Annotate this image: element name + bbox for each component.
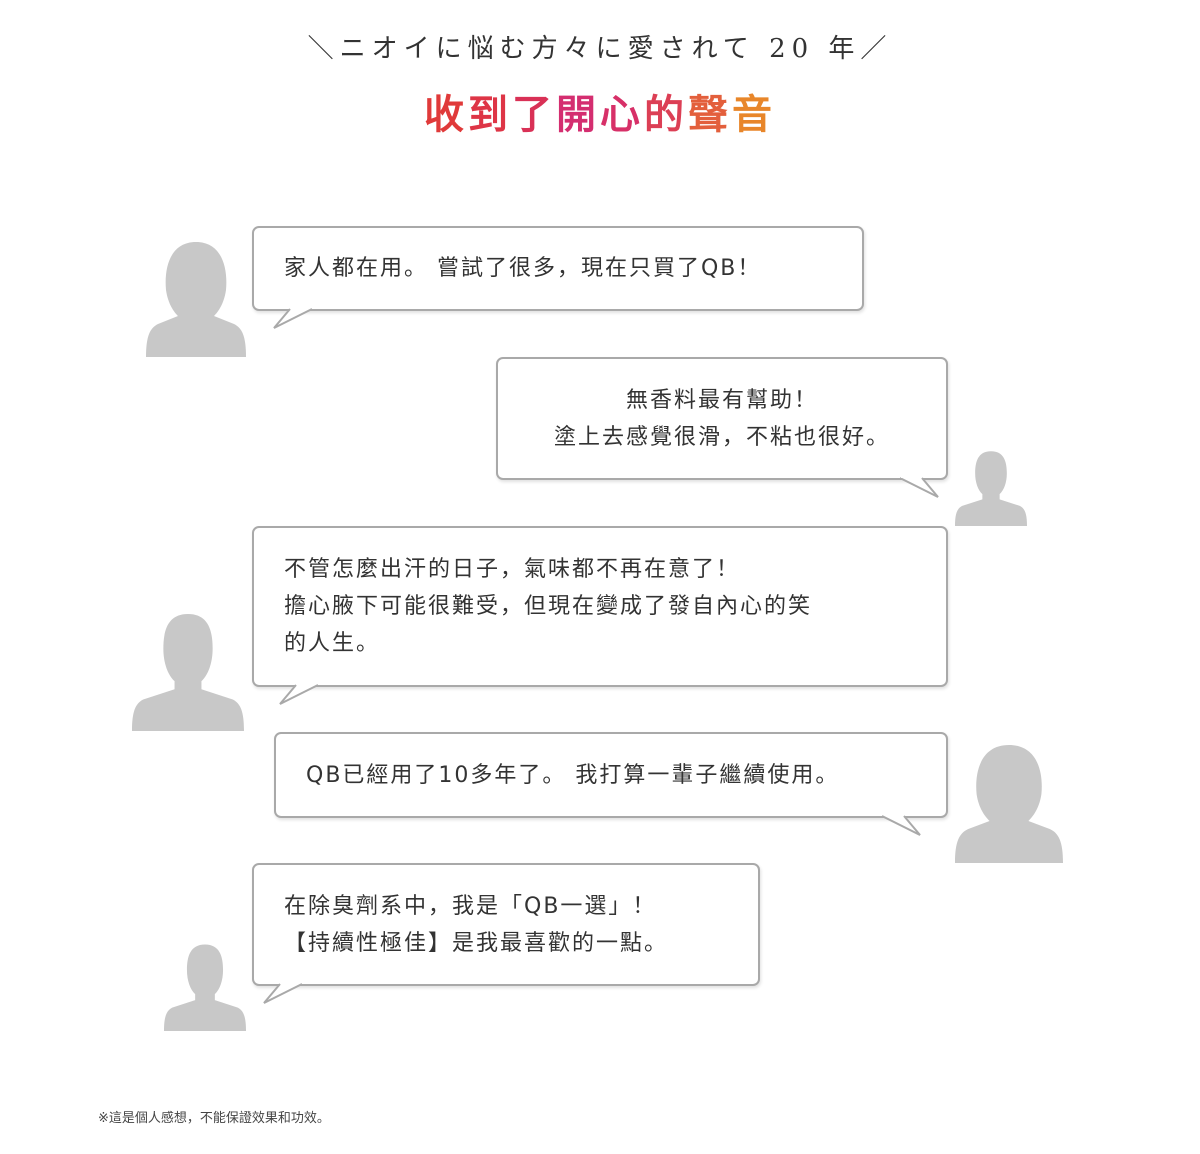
- title-char: 聲: [688, 92, 732, 138]
- male-avatar-icon: [955, 451, 1027, 526]
- female-avatar-icon: [955, 745, 1063, 863]
- page-title: 收到了開心的聲音: [0, 82, 1200, 140]
- bubble-tail: [881, 815, 921, 836]
- bubble-tail: [273, 308, 313, 329]
- female-avatar-icon: [146, 242, 246, 357]
- disclaimer: ※這是個人感想，不能保證效果和功效。: [98, 1111, 330, 1126]
- review-text: 家人都在用。 嘗試了很多，現在只買了QB！: [284, 256, 762, 281]
- title-char: 到: [468, 92, 512, 138]
- title-char: 了: [512, 92, 556, 138]
- review-text: 在除臭劑系中，我是「QB一選」！: [284, 893, 657, 919]
- review-text: 不管怎麼出汗的日子，氣味都不再在意了！: [284, 557, 741, 582]
- review-bubble: 在除臭劑系中，我是「QB一選」！ 【持續性極佳】是我最喜歡的一點。: [252, 863, 760, 986]
- subtitle: ＼ニオイに悩む方々に愛されて 20 年／: [307, 34, 893, 64]
- review-bubble: 不管怎麼出汗的日子，氣味都不再在意了！ 擔心腋下可能很難受，但現在變成了發自內心…: [252, 526, 948, 687]
- title-char: 心: [600, 92, 644, 138]
- title-char: 的: [644, 92, 688, 138]
- review-text: 塗上去感覺很滑，不粘也很好。: [553, 424, 890, 450]
- review-text: 【持續性極佳】是我最喜歡的一點。: [284, 930, 669, 956]
- review-text: 的人生。: [284, 631, 381, 656]
- male-avatar-icon: [164, 944, 246, 1031]
- title-char: 收: [424, 92, 468, 138]
- title-char: 音: [732, 92, 776, 138]
- bubble-tail: [899, 477, 939, 498]
- male-avatar-icon: [132, 614, 244, 731]
- review-bubble: 無香料最有幫助！ 塗上去感覺很滑，不粘也很好。: [496, 357, 948, 480]
- review-bubble: 家人都在用。 嘗試了很多，現在只買了QB！: [252, 226, 864, 311]
- review-text: QB已經用了10多年了。 我打算一輩子繼續使用。: [306, 762, 840, 788]
- review-text: 擔心腋下可能很難受，但現在變成了發自內心的笑: [284, 594, 813, 619]
- review-bubble: QB已經用了10多年了。 我打算一輩子繼續使用。: [274, 732, 948, 818]
- bubble-tail: [279, 684, 319, 705]
- review-text: 無香料最有幫助！: [625, 387, 818, 413]
- title-char: 開: [556, 92, 600, 138]
- bubble-tail: [263, 983, 303, 1004]
